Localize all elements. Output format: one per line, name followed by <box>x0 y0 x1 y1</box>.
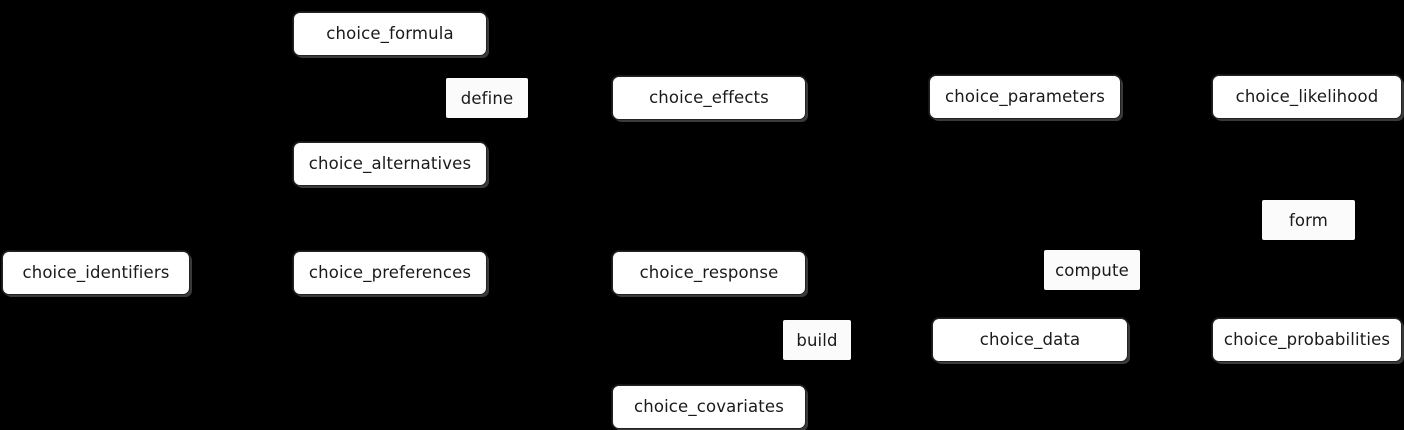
node-choice-response[interactable]: choice_response <box>612 251 806 295</box>
edge-label-text: define <box>460 88 514 108</box>
node-label: choice_formula <box>326 23 454 43</box>
node-label: choice_identifiers <box>22 262 170 282</box>
node-label: choice_probabilities <box>1223 329 1391 349</box>
node-choice-preferences[interactable]: choice_preferences <box>293 251 487 295</box>
node-choice-formula[interactable]: choice_formula <box>293 12 487 56</box>
edge-label-text: build <box>796 330 838 350</box>
node-label: choice_covariates <box>634 396 784 416</box>
node-choice-data[interactable]: choice_data <box>932 318 1128 362</box>
node-choice-probabilities[interactable]: choice_probabilities <box>1212 318 1402 362</box>
node-label: choice_preferences <box>308 262 472 282</box>
edge-label-define: define <box>446 78 528 118</box>
node-label: choice_alternatives <box>308 153 472 173</box>
edge-label-form: form <box>1262 200 1355 240</box>
node-label: choice_effects <box>649 87 769 107</box>
edge-label-text: compute <box>1055 260 1129 280</box>
node-choice-effects[interactable]: choice_effects <box>612 76 806 120</box>
node-label: choice_response <box>639 262 779 282</box>
node-choice-alternatives[interactable]: choice_alternatives <box>293 142 487 186</box>
edge-label-text: form <box>1288 210 1329 230</box>
node-label: choice_likelihood <box>1235 86 1379 106</box>
edge-label-build: build <box>783 320 851 360</box>
edge-choice_effects-choice_parameters <box>805 96 930 99</box>
node-choice-likelihood[interactable]: choice_likelihood <box>1212 75 1402 119</box>
node-choice-covariates[interactable]: choice_covariates <box>612 385 806 429</box>
node-choice-parameters[interactable]: choice_parameters <box>929 75 1121 119</box>
edge-label-compute: compute <box>1044 250 1140 290</box>
node-choice-identifiers[interactable]: choice_identifiers <box>2 251 190 295</box>
node-label: choice_parameters <box>945 86 1105 106</box>
node-label: choice_data <box>979 329 1081 349</box>
